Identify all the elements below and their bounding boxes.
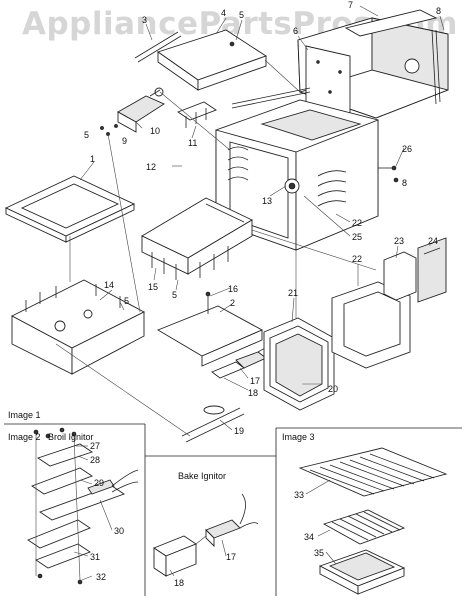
bake-burner-box	[141, 197, 253, 280]
broil-burner	[117, 87, 165, 133]
callout-25: 25	[352, 232, 362, 242]
callout-5-top: 5	[239, 10, 244, 20]
callout-21: 21	[288, 288, 298, 298]
screws-5-9	[100, 124, 118, 136]
burner-tray	[11, 279, 145, 375]
panel-title-broil-ignitor: Broil Ignitor	[48, 432, 94, 442]
callout-18-main: 18	[248, 388, 258, 398]
callout-24: 24	[428, 236, 438, 246]
callout-9: 9	[122, 136, 127, 146]
callout-12: 12	[146, 162, 156, 172]
callout-32: 32	[96, 572, 106, 582]
bake-ignitor-assembly	[153, 493, 259, 577]
callout-17-main: 17	[250, 376, 260, 386]
bake-burner-2	[156, 291, 264, 367]
broiler-grid-34	[322, 509, 406, 545]
callout-33: 33	[294, 490, 304, 500]
callout-13: 13	[262, 196, 272, 206]
broiler-pan-35	[318, 549, 406, 595]
callout-20: 20	[328, 384, 338, 394]
callout-34: 34	[304, 532, 314, 542]
callout-30: 30	[114, 526, 124, 536]
top-cover	[134, 29, 268, 91]
callout-5-tray: 5	[124, 296, 129, 306]
panel-title-image2: Image 2	[8, 432, 41, 442]
callout-16: 16	[228, 284, 238, 294]
callout-8-top: 8	[436, 6, 441, 16]
door-frame	[263, 317, 335, 411]
callout-1: 1	[90, 154, 95, 164]
callout-11: 11	[188, 138, 197, 148]
callout-17-bake: 17	[226, 552, 236, 562]
callout-8-right: 8	[402, 178, 407, 188]
callout-22-door: 22	[352, 254, 362, 264]
panel-title-bake-ignitor: Bake Ignitor	[178, 471, 226, 481]
callout-numbers: 3 4 5 7 8 6 5 9 10 11 12 13 22 25 26 8 1…	[84, 0, 441, 588]
callout-5-left: 5	[84, 130, 89, 140]
callout-4: 4	[221, 8, 226, 18]
callout-leaders	[73, 5, 445, 581]
panel-title-image3: Image 3	[282, 432, 315, 442]
callout-6: 6	[293, 26, 298, 36]
callout-29: 29	[94, 478, 104, 488]
bracket-11	[177, 101, 217, 128]
side-panel	[305, 45, 351, 119]
callout-3: 3	[142, 15, 147, 25]
cover-panel-1	[4, 175, 136, 243]
callout-35: 35	[314, 548, 324, 558]
callout-23: 23	[394, 236, 404, 246]
callout-27: 27	[90, 441, 100, 451]
callout-7: 7	[348, 0, 353, 10]
callout-5-bottom: 5	[172, 290, 177, 300]
callout-28: 28	[90, 455, 100, 465]
callout-26: 26	[402, 144, 412, 154]
callout-10: 10	[150, 126, 160, 136]
panel-title-image1: Image 1	[8, 410, 41, 420]
gas-pipe-19	[181, 405, 245, 443]
callout-19: 19	[234, 426, 244, 436]
callout-22-cavity: 22	[352, 218, 362, 228]
callout-14: 14	[104, 280, 114, 290]
callout-15: 15	[148, 282, 158, 292]
assembly-lines	[55, 59, 377, 437]
callout-2: 2	[230, 298, 235, 308]
oven-rack-33	[298, 447, 448, 497]
trim-strip	[231, 87, 311, 105]
callout-31: 31	[90, 552, 100, 562]
sub-panel-frames	[4, 423, 462, 596]
broil-ignitor-assembly	[27, 427, 139, 585]
door-liner	[331, 237, 447, 369]
callout-18-bake: 18	[174, 578, 184, 588]
